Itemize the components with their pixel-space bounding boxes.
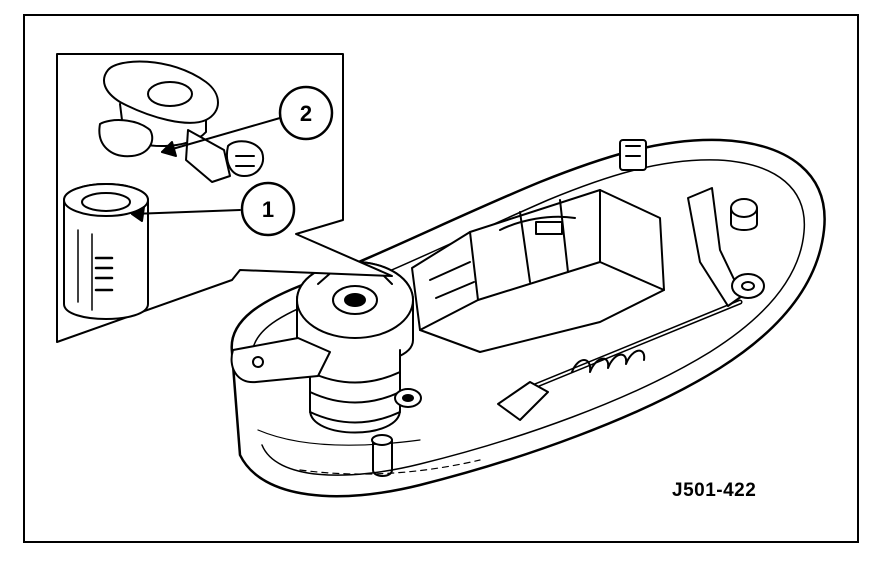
callout-1: 1 xyxy=(240,181,296,237)
figure-reference-code: J501-422 xyxy=(672,480,757,501)
callout-2-number: 2 xyxy=(300,101,312,126)
callout-1-number: 1 xyxy=(262,197,274,222)
callout-leaders xyxy=(131,117,281,222)
callout-2: 2 xyxy=(278,85,334,141)
linkage-rod-spring xyxy=(497,139,765,421)
lock-cam-assembly xyxy=(230,261,422,477)
actuator-block xyxy=(411,189,665,353)
